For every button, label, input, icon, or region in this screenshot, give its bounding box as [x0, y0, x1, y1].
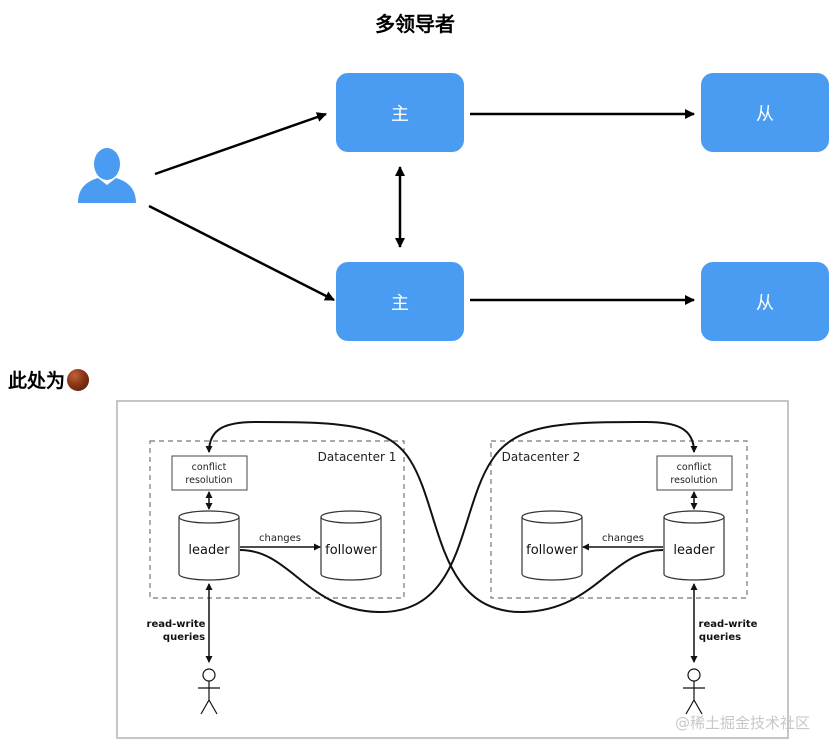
leader-label-2: leader	[673, 543, 715, 558]
conflict-label-2-line1: conflict	[677, 462, 712, 473]
replication-curve-dc1-to-dc2	[239, 420, 698, 614]
chestnut-emoji-icon	[67, 368, 90, 391]
conflict-label-1-line2: resolution	[185, 475, 232, 486]
query-label-2-line1: read-write	[699, 619, 758, 630]
stick-figure-user-icon-2	[683, 668, 705, 715]
follower-cylinder-2	[521, 510, 583, 581]
leader-cylinder-2	[663, 510, 725, 581]
caption-text: 此处为	[8, 370, 66, 392]
user-icon	[78, 148, 136, 203]
query-label-2-line2: queries	[699, 632, 741, 643]
datacenter-1-box	[149, 440, 405, 599]
follower-label-2: follower	[526, 543, 578, 558]
top-diagram-connectors	[148, 109, 695, 305]
diagram-title: 多领导者	[375, 12, 455, 36]
stick-figure-user-icon-1	[198, 668, 220, 715]
follower-label-1: follower	[325, 543, 377, 558]
conflict-label-2-line2: resolution	[670, 475, 717, 486]
conflict-label-1-line1: conflict	[192, 462, 227, 473]
arrow-user-to-leader-1	[154, 112, 327, 176]
datacenter-2-label: Datacenter 2	[502, 450, 581, 464]
watermark: @稀土掘金技术社区	[674, 714, 810, 732]
follower-cylinder-1	[320, 510, 382, 581]
query-label-1-line1: read-write	[147, 619, 206, 630]
datacenter-1-label: Datacenter 1	[318, 450, 397, 464]
arrow-user-to-leader-2	[148, 204, 335, 302]
leader-label-1: leader	[188, 543, 230, 558]
conflict-resolution-box-1	[171, 455, 248, 491]
replication-curve-dc2-to-dc1	[205, 420, 664, 614]
caption: 此处为	[8, 366, 90, 393]
query-label-1-line2: queries	[163, 632, 205, 643]
conflict-resolution-box-2	[656, 455, 733, 491]
changes-label-1: changes	[259, 533, 301, 544]
multi-datacenter-diagram: Datacenter 1 Datacenter 2 conflict resol…	[147, 420, 758, 715]
follower-node-1: 从	[701, 73, 829, 152]
leader-cylinder-1	[178, 510, 240, 581]
changes-label-2: changes	[602, 533, 644, 544]
follower-node-2: 从	[701, 262, 829, 341]
leader-node-1: 主	[336, 73, 464, 152]
datacenter-2-box	[490, 440, 748, 599]
leader-node-2: 主	[336, 262, 464, 341]
